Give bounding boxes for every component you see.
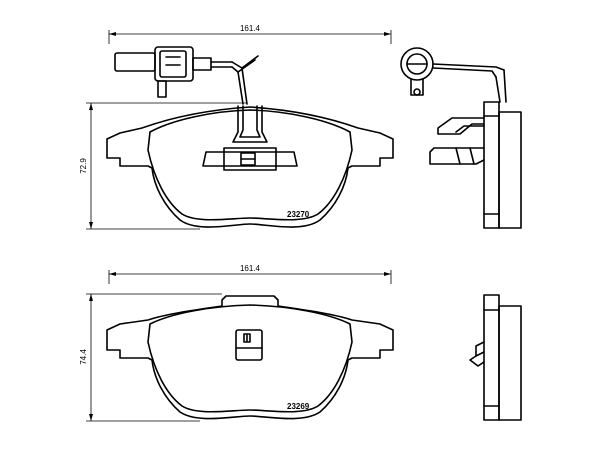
top-part-number: 23270	[287, 210, 310, 219]
bottom-height-label: 74.4	[79, 349, 88, 365]
bottom-brake-pad-outline	[106, 295, 394, 420]
bottom-friction-material	[147, 304, 353, 413]
top-side-view	[429, 101, 522, 229]
bottom-height-dimension: 74.4	[79, 293, 222, 422]
top-width-dimension: 161.4	[108, 24, 392, 44]
bottom-width-label: 161.4	[240, 264, 261, 273]
top-sensor-clip	[232, 105, 268, 143]
wear-sensor-wire	[231, 55, 259, 105]
top-pad-assembly: 161.4 72.9	[79, 24, 522, 230]
side-sensor-connector	[400, 47, 507, 103]
bottom-pad-assembly: 161.4 74.4 23269	[79, 264, 522, 422]
top-friction-material	[147, 109, 353, 221]
top-height-label: 72.9	[79, 158, 88, 174]
wear-sensor-connector	[114, 46, 233, 98]
bottom-side-view	[469, 294, 522, 421]
bottom-part-number: 23269	[287, 402, 310, 411]
top-height-dimension: 72.9	[79, 102, 247, 230]
bottom-center-plate	[235, 329, 263, 361]
top-brake-pad-outline	[106, 106, 394, 228]
bottom-width-dimension: 161.4	[108, 264, 392, 284]
top-width-label: 161.4	[240, 24, 261, 33]
top-center-plate	[202, 147, 298, 171]
